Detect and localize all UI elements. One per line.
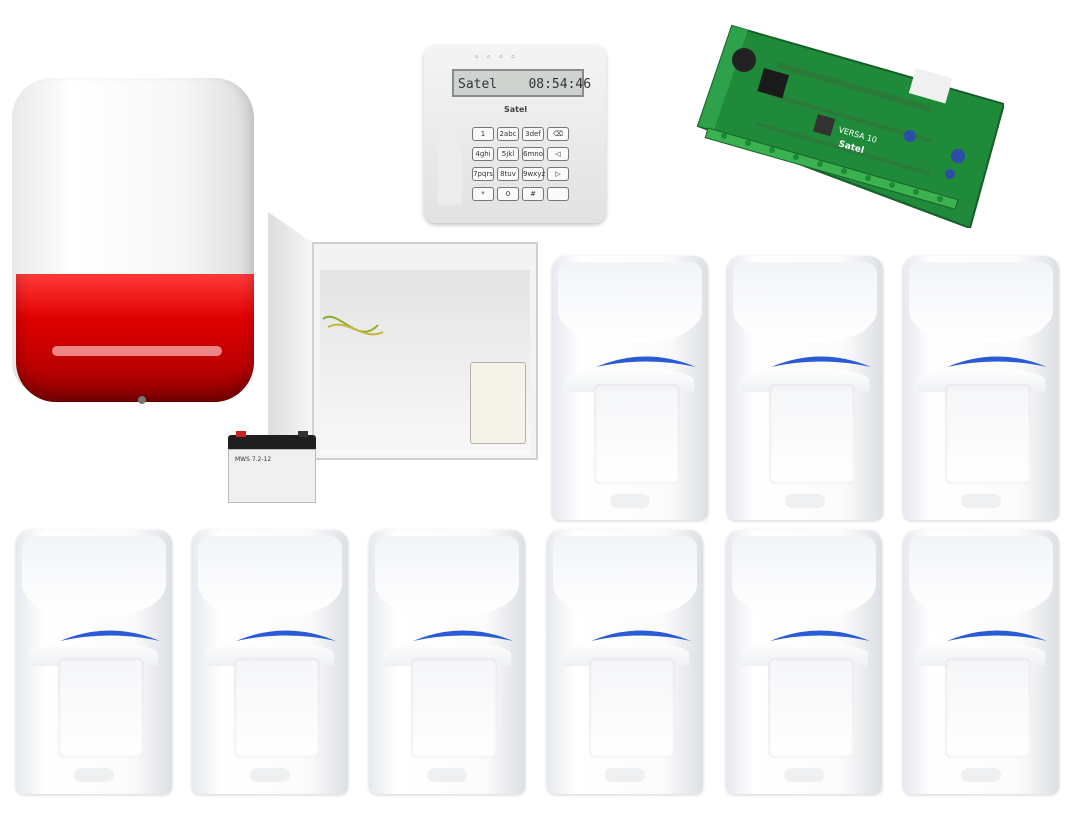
- keypad-brand: Satel: [504, 105, 528, 114]
- enclosure-door: [268, 212, 312, 462]
- detector-top-cover: [375, 536, 519, 616]
- detector-led-strip: [591, 630, 691, 641]
- detector-screw-cover: [427, 768, 467, 782]
- detector-screw-cover: [74, 768, 114, 782]
- pir-motion-detector: [369, 530, 525, 794]
- metal-enclosure: [268, 212, 538, 462]
- keypad-key: 6mno: [522, 147, 544, 161]
- detector-led-strip: [413, 630, 513, 641]
- keypad-key: 4ghi: [472, 147, 494, 161]
- pir-motion-detector: [552, 256, 708, 520]
- keypad-key: 9wxyz: [522, 167, 545, 181]
- siren-red-lens: [16, 274, 254, 402]
- keypad-status-leds: ◦ ◦ ◦ ◦: [474, 53, 518, 63]
- detector-top-cover: [909, 262, 1053, 342]
- detector-screw-cover: [961, 494, 1001, 508]
- detector-lens-window: [769, 384, 855, 484]
- battery-terminal: [236, 431, 246, 437]
- detector-lens-window: [768, 658, 854, 758]
- outdoor-siren: [12, 78, 254, 404]
- detector-screw-cover: [250, 768, 290, 782]
- detector-screw-cover: [784, 768, 824, 782]
- battery-terminal: [298, 431, 308, 437]
- keypad-key: 8tuv: [497, 167, 519, 181]
- keypad-key: ◁: [547, 147, 569, 161]
- keypad-key: ▷: [547, 167, 569, 181]
- pir-motion-detector: [726, 530, 882, 794]
- detector-lens-window: [589, 658, 675, 758]
- detector-led-strip: [236, 630, 336, 641]
- pir-motion-detector: [16, 530, 172, 794]
- keypad-key: ⌫: [547, 127, 569, 141]
- detector-led-strip: [60, 630, 160, 641]
- detector-top-cover: [733, 262, 877, 342]
- keypad-key: #: [522, 187, 544, 201]
- pir-motion-detector: [903, 256, 1059, 520]
- detector-led-strip: [770, 630, 870, 641]
- detector-screw-cover: [785, 494, 825, 508]
- detector-led-strip: [947, 630, 1047, 641]
- alarm-control-board: VERSA 10 Satel: [688, 22, 1006, 230]
- detector-top-cover: [909, 536, 1053, 616]
- battery-top: [228, 431, 316, 451]
- detector-top-cover: [558, 262, 702, 342]
- siren-lens-highlight: [52, 346, 222, 356]
- pir-motion-detector: [192, 530, 348, 794]
- detector-lens-window: [945, 384, 1031, 484]
- detector-lens-window: [234, 658, 320, 758]
- battery-label: MWS 7.2-12: [228, 449, 316, 503]
- pir-motion-detector: [903, 530, 1059, 794]
- keypad-key: 0: [497, 187, 519, 201]
- keypad-lcd-display: Satel 08:54:46: [452, 69, 591, 97]
- transformer: [470, 362, 526, 444]
- pir-motion-detector: [547, 530, 703, 794]
- detector-screw-cover: [610, 494, 650, 508]
- keypad-key: *: [472, 187, 494, 201]
- keypad-key: 3def: [522, 127, 544, 141]
- detector-led-strip: [947, 356, 1047, 367]
- detector-lens-window: [594, 384, 680, 484]
- keypad-key: 2abc: [497, 127, 519, 141]
- detector-lens-window: [945, 658, 1031, 758]
- detector-led-strip: [596, 356, 696, 367]
- control-board-graphic: VERSA 10 Satel: [696, 24, 1006, 230]
- detector-screw-cover: [961, 768, 1001, 782]
- keypad-key: 5jkl: [497, 147, 519, 161]
- detector-lens-window: [411, 658, 497, 758]
- keypad-key: 7pqrs: [472, 167, 494, 181]
- detector-top-cover: [553, 536, 697, 616]
- detector-screw-cover: [605, 768, 645, 782]
- backup-battery: MWS 7.2-12: [228, 431, 316, 503]
- ground-wire: [322, 315, 384, 336]
- pir-motion-detector: [727, 256, 883, 520]
- detector-led-strip: [771, 356, 871, 367]
- keypad-side-panel: [438, 125, 462, 205]
- keypad-key: [547, 187, 569, 201]
- siren-screw: [138, 396, 146, 404]
- detector-top-cover: [198, 536, 342, 616]
- detector-lens-window: [58, 658, 144, 758]
- detector-top-cover: [22, 536, 166, 616]
- detector-top-cover: [732, 536, 876, 616]
- keypad-key: 1: [472, 127, 494, 141]
